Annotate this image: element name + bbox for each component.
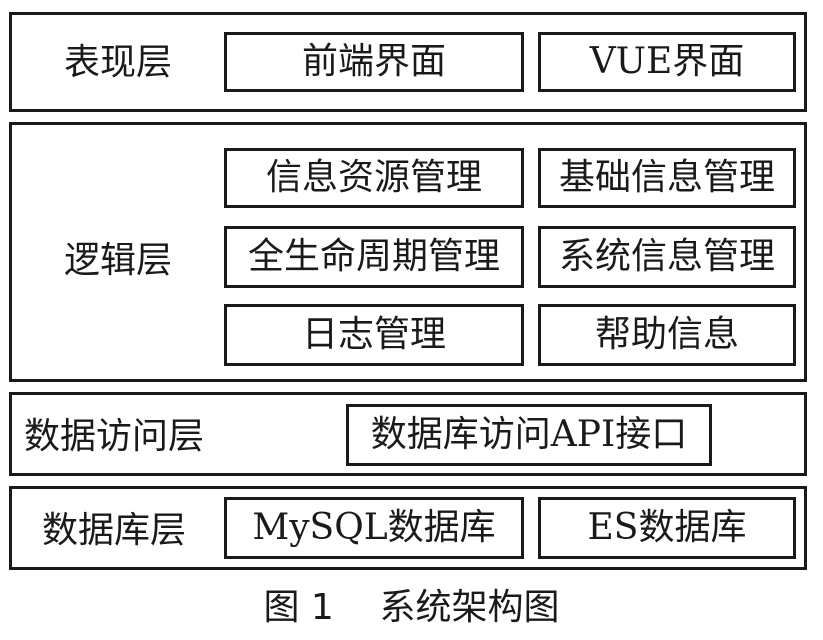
system-info-management-box: 系统信息管理 — [538, 226, 796, 288]
database-access-api-box: 数据库访问API接口 — [346, 404, 712, 466]
data-access-layer-label: 数据访问层 — [24, 416, 205, 457]
figure-caption: 图 1 系统架构图 — [263, 587, 560, 628]
database-layer-label: 数据库层 — [42, 510, 187, 551]
frontend-ui-box: 前端界面 — [224, 32, 524, 92]
database-layer: 数据库层 MySQL数据库 ES数据库 — [9, 486, 807, 570]
log-management-box: 日志管理 — [224, 304, 524, 366]
es-database-box: ES数据库 — [538, 497, 796, 559]
help-info-box: 帮助信息 — [538, 304, 796, 366]
basic-info-management-box: 基础信息管理 — [538, 148, 796, 208]
mysql-database-box: MySQL数据库 — [224, 497, 524, 559]
presentation-layer: 表现层 前端界面 VUE界面 — [9, 12, 807, 112]
logic-layer-label: 逻辑层 — [64, 240, 173, 281]
lifecycle-management-box: 全生命周期管理 — [224, 226, 524, 288]
vue-ui-box: VUE界面 — [538, 32, 796, 92]
info-resource-management-box: 信息资源管理 — [224, 148, 524, 208]
data-access-layer: 数据访问层 数据库访问API接口 — [9, 392, 807, 476]
logic-layer: 逻辑层 信息资源管理 基础信息管理 全生命周期管理 系统信息管理 日志管理 帮助… — [9, 122, 807, 382]
presentation-layer-label: 表现层 — [64, 42, 173, 83]
